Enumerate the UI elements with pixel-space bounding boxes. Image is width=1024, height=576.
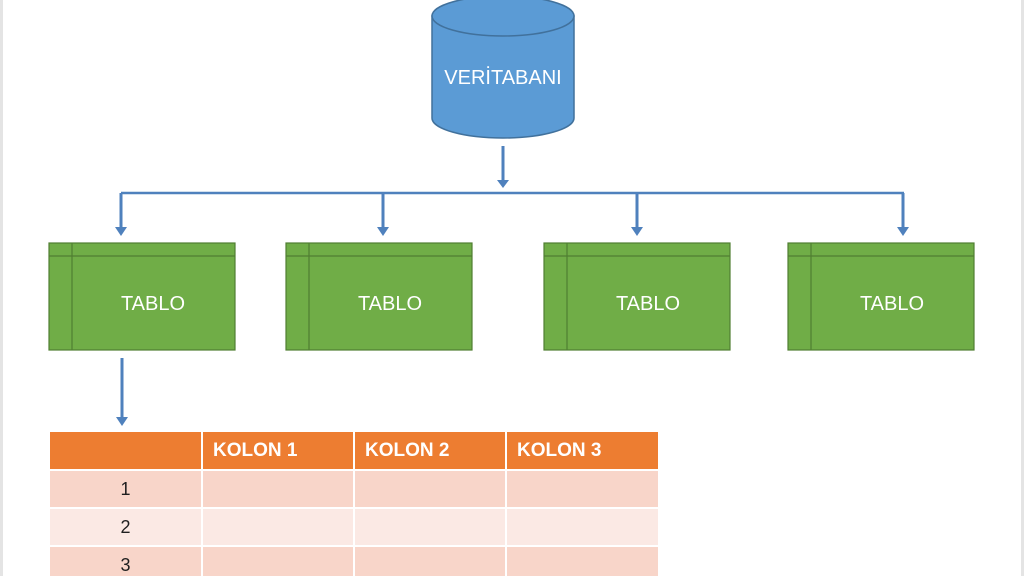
table-label-4: TABLO — [860, 293, 924, 315]
database-label: VERİTABANI — [444, 66, 561, 89]
grid-row-number: 3 — [50, 546, 203, 576]
branch-arrowhead-1 — [115, 227, 127, 236]
grid-row-number: 2 — [50, 508, 203, 547]
branch-arrowhead-3 — [631, 227, 643, 236]
table-label-2: TABLO — [358, 293, 422, 315]
grid-cell — [354, 470, 507, 509]
grid-cell — [202, 508, 355, 547]
database-cylinder-body — [431, 15, 575, 139]
column-grid-table: KOLON 1 KOLON 2 KOLON 3 1 2 3 — [50, 432, 658, 576]
branch-arrowhead-4 — [897, 227, 909, 236]
slide-left-edge — [0, 0, 3, 576]
database-cylinder-top — [431, 0, 575, 37]
connector-lines — [115, 146, 909, 426]
database-node: VERİTABANI — [431, 0, 575, 139]
table-label-3: TABLO — [616, 293, 680, 315]
table-label-1: TABLO — [121, 293, 185, 315]
grid-row-number: 1 — [50, 470, 203, 509]
branch-arrowhead-2 — [377, 227, 389, 236]
database-stem-arrowhead — [497, 180, 509, 188]
grid-header-kolon-1: KOLON 1 — [202, 432, 355, 471]
table-box-3 — [543, 242, 731, 351]
grid-row: 3 — [50, 546, 658, 576]
grid-header-row: KOLON 1 KOLON 2 KOLON 3 — [50, 432, 658, 471]
grid-cell — [354, 546, 507, 576]
slide-right-edge — [1021, 0, 1024, 576]
grid-row: 1 — [50, 470, 658, 509]
grid-header-kolon-2: KOLON 2 — [354, 432, 507, 471]
table-box-4 — [787, 242, 975, 351]
table-box-1 — [48, 242, 236, 351]
grid-cell — [506, 470, 658, 509]
grid-cell — [506, 546, 658, 576]
table-box-2 — [285, 242, 473, 351]
grid-cell — [354, 508, 507, 547]
grid-cell — [202, 546, 355, 576]
table-to-grid-arrowhead — [116, 417, 128, 426]
grid-row: 2 — [50, 508, 658, 547]
grid-header-kolon-3: KOLON 3 — [506, 432, 658, 471]
grid-cell — [506, 508, 658, 547]
table-node-4: TABLO — [787, 242, 975, 351]
table-node-3: TABLO — [543, 242, 731, 351]
grid-header-corner — [50, 432, 203, 471]
table-node-2: TABLO — [285, 242, 473, 351]
table-node-1: TABLO — [48, 242, 236, 351]
grid-cell — [202, 470, 355, 509]
